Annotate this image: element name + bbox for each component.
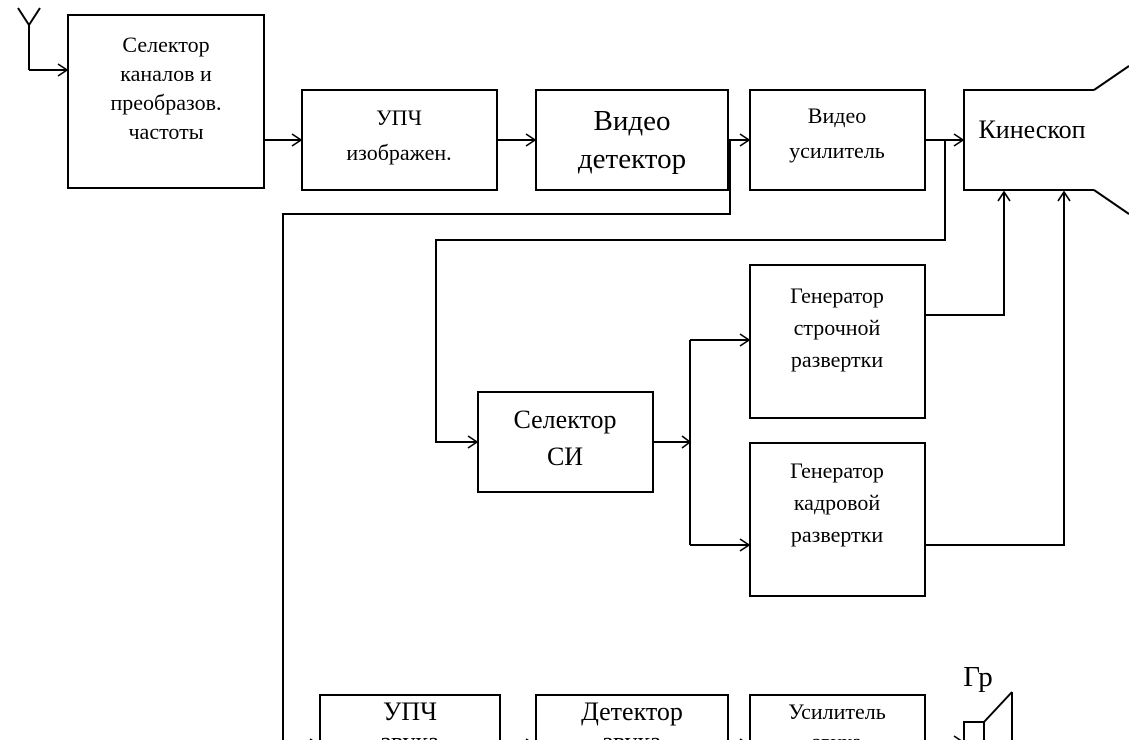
block-kinescope: Кинескоп — [963, 65, 1129, 215]
loudspeaker-label: Гр — [963, 661, 992, 693]
block-vertical-generator: Генератор кадровой развертки — [749, 442, 926, 597]
block-label-line: каналов и — [120, 61, 212, 86]
block-label-line: звука — [812, 729, 862, 740]
block-if-amplifier-image: УПЧ изображен. — [301, 89, 498, 191]
block-sound-detector: Детектор звука — [535, 694, 729, 740]
block-sound-amplifier: Усилитель звука — [749, 694, 926, 740]
block-sync-selector: Селектор СИ — [477, 391, 654, 493]
block-video-amplifier: Видео усилитель — [749, 89, 926, 191]
block-label-line: изображен. — [346, 140, 451, 165]
connection-lines — [264, 133, 1071, 740]
block-label-line: УПЧ — [383, 697, 437, 726]
block-label-line: Генератор — [790, 283, 884, 308]
block-label-line: Селектор — [513, 405, 616, 434]
block-label-line: преобразов. — [111, 90, 222, 115]
block-label-line: Видео — [808, 103, 866, 128]
block-label-line: усилитель — [789, 138, 885, 163]
block-label-line: СИ — [547, 442, 583, 471]
block-label-line: Кинескоп — [978, 115, 1085, 144]
block-label-line: развертки — [791, 522, 883, 547]
block-channel-selector: Селектор каналов и преобразов. частоты — [67, 14, 265, 189]
block-label-line: частоты — [128, 119, 203, 144]
block-label-line: Генератор — [790, 458, 884, 483]
block-label-line: звука — [603, 727, 662, 740]
block-label-line: кадровой — [794, 490, 881, 515]
block-label-line: Селектор — [122, 32, 209, 57]
antenna-icon — [17, 7, 69, 77]
block-horizontal-generator: Генератор строчной развертки — [749, 264, 926, 419]
block-label-line: строчной — [794, 315, 881, 340]
block-label-line: Усилитель — [788, 699, 886, 724]
block-if-amplifier-sound: УПЧ звука — [319, 694, 501, 740]
block-label-line: Детектор — [581, 697, 683, 726]
block-label-line: Видео — [594, 105, 671, 137]
block-label-line: развертки — [791, 347, 883, 372]
loudspeaker-icon: Гр — [963, 661, 1013, 740]
block-label-line: УПЧ — [376, 105, 422, 130]
block-label-line: звука — [381, 727, 440, 740]
block-label-line: детектор — [578, 143, 686, 175]
block-video-detector: Видео детектор — [535, 89, 729, 191]
